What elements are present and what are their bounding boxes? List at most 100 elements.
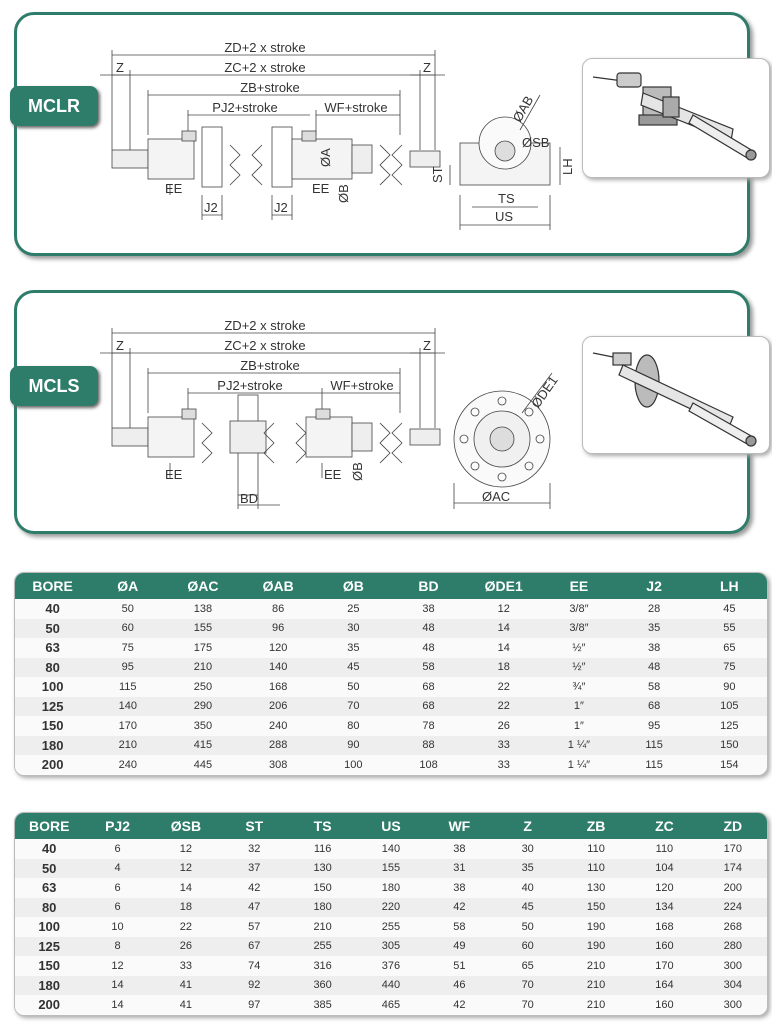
table-cell: 300 <box>698 995 767 1015</box>
mcls-wf-label: WF+stroke <box>330 378 393 393</box>
bore-cell: 63 <box>15 878 84 898</box>
table2-header-cell: TS <box>288 813 357 839</box>
table-cell: 48 <box>390 638 467 658</box>
table-cell: 440 <box>356 975 426 995</box>
table-cell: 33 <box>151 956 221 976</box>
table-cell: 58 <box>425 917 494 937</box>
mclr-st-label: ST <box>430 166 445 183</box>
mclr-wf-label: WF+stroke <box>324 100 387 115</box>
bore-cell: 180 <box>15 975 84 995</box>
table-cell: 360 <box>288 975 357 995</box>
table-cell: 22 <box>466 677 542 697</box>
table-cell: 97 <box>220 995 289 1015</box>
mcls-bd-label: BD <box>240 491 258 506</box>
table2-header-cell: BORE <box>15 813 84 839</box>
bore-cell: 50 <box>15 618 91 638</box>
table-cell: 210 <box>561 995 631 1015</box>
mclr-sb-label: ØSB <box>522 135 549 150</box>
table-cell: ½″ <box>541 638 617 658</box>
mclr-pj2-label: PJ2+stroke <box>212 100 277 115</box>
table-cell: 67 <box>220 936 289 956</box>
table-cell: 240 <box>240 716 316 736</box>
table-cell: 68 <box>390 677 467 697</box>
mclr-zc-label: ZC+2 x stroke <box>224 60 305 75</box>
mcls-ac-label: ØAC <box>482 489 510 504</box>
table-cell: 50 <box>493 917 562 937</box>
table-cell: 60 <box>493 936 562 956</box>
table-cell: 80 <box>315 716 391 736</box>
table-cell: 168 <box>240 677 316 697</box>
table2-header-cell: US <box>356 813 426 839</box>
bore-cell: 200 <box>15 995 84 1015</box>
table-cell: 96 <box>240 618 316 638</box>
table-cell: 92 <box>220 975 289 995</box>
table-cell: 42 <box>220 878 289 898</box>
table-cell: 210 <box>561 975 631 995</box>
table1-header-cell: ØAC <box>165 573 241 599</box>
table-cell: 130 <box>288 858 357 878</box>
mclr-ts-label: TS <box>498 191 515 206</box>
table-cell: 38 <box>425 878 494 898</box>
bore-cell: 100 <box>15 677 91 697</box>
table-cell: 55 <box>691 618 767 638</box>
mcls-zd-label: ZD+2 x stroke <box>224 318 305 333</box>
table-cell: 26 <box>466 716 542 736</box>
table-cell: 75 <box>90 638 166 658</box>
table-cell: 6 <box>83 897 152 917</box>
table-cell: 240 <box>90 755 166 775</box>
table-cell: 168 <box>630 917 699 937</box>
table-cell: 350 <box>165 716 241 736</box>
mcls-z-left-label: Z <box>116 338 124 353</box>
table-cell: 6 <box>83 839 152 859</box>
table-cell: 110 <box>630 839 699 859</box>
bore-cell: 200 <box>15 755 91 775</box>
table-cell: 40 <box>493 878 562 898</box>
table-cell: 60 <box>90 618 166 638</box>
mcls-z-right-label: Z <box>423 338 431 353</box>
table-cell: 268 <box>698 917 767 937</box>
table1-header-cell: EE <box>541 573 617 599</box>
table-cell: 1″ <box>541 696 617 716</box>
table-cell: 65 <box>691 638 767 658</box>
table-cell: 255 <box>288 936 357 956</box>
table-cell: 175 <box>165 638 241 658</box>
table-cell: 210 <box>90 735 166 755</box>
table-cell: 210 <box>165 657 241 677</box>
table-cell: 280 <box>698 936 767 956</box>
table-cell: 42 <box>425 995 494 1015</box>
table-cell: 415 <box>165 735 241 755</box>
table-cell: 300 <box>698 956 767 976</box>
table-cell: 28 <box>616 599 692 619</box>
table-cell: 210 <box>561 956 631 976</box>
bore-cell: 80 <box>15 897 84 917</box>
mclr-zd-label: ZD+2 x stroke <box>224 40 305 55</box>
mclr-b-label: ØB <box>336 184 351 203</box>
table-cell: 26 <box>151 936 221 956</box>
mcls-photo-drawing <box>592 352 757 447</box>
table-cell: 255 <box>356 917 426 937</box>
mclr-j2b-label: J2 <box>274 200 288 215</box>
table2-header-cell: WF <box>425 813 494 839</box>
bore-cell: 180 <box>15 735 91 755</box>
table-cell: 180 <box>288 897 357 917</box>
table-cell: 41 <box>151 995 221 1015</box>
table1-header-cell: ØB <box>315 573 391 599</box>
table2-header-cell: ZB <box>561 813 631 839</box>
table-cell: 155 <box>165 618 241 638</box>
mcls-de1-label: ØDE1 <box>528 373 561 411</box>
mclr-lh-label: LH <box>560 158 575 175</box>
table-cell: 115 <box>616 735 692 755</box>
table-cell: 51 <box>425 956 494 976</box>
mcls-ee-label: EE <box>165 467 183 482</box>
table-cell: 108 <box>390 755 467 775</box>
table-cell: 18 <box>151 897 221 917</box>
mclr-zb-label: ZB+stroke <box>240 80 300 95</box>
table-cell: 12 <box>466 599 542 619</box>
